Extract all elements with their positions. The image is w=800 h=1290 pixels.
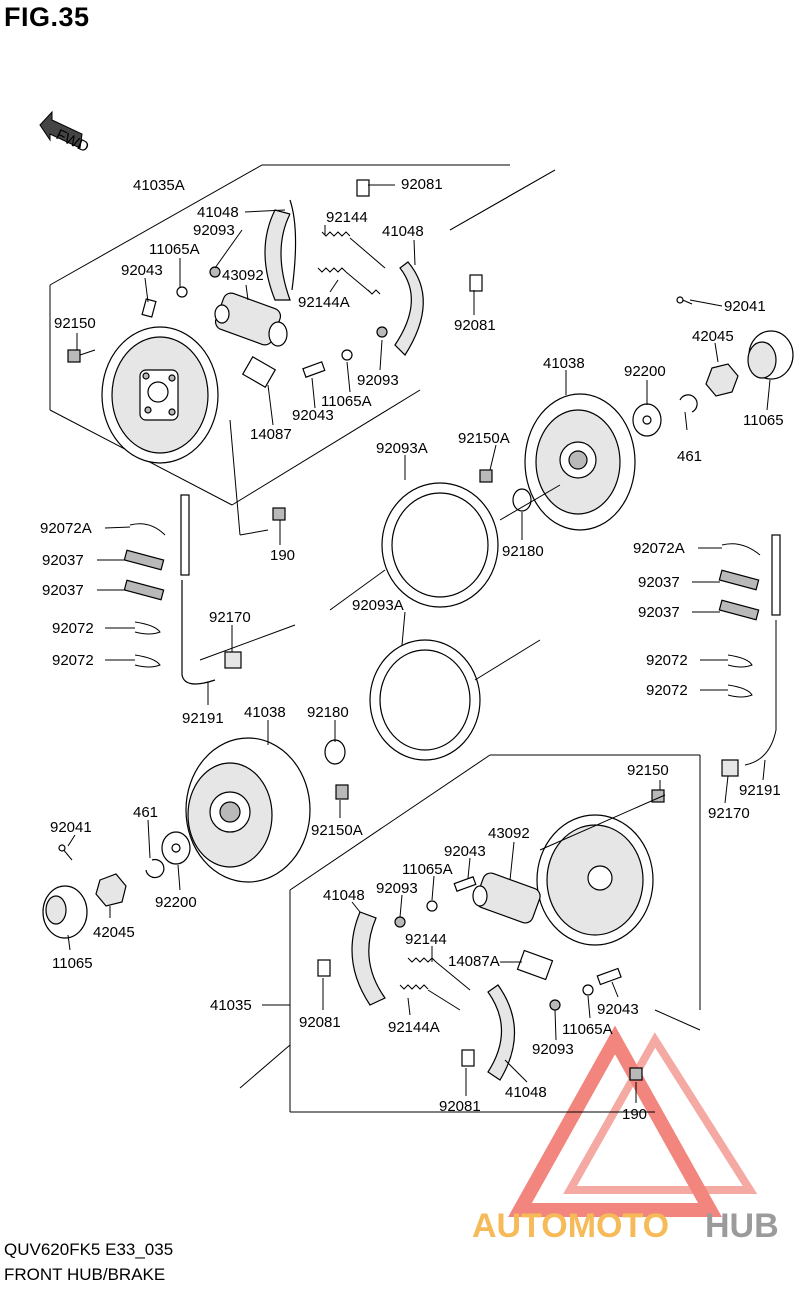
part-label: 92150A <box>311 822 363 839</box>
lower-assembly-frame <box>239 754 701 1113</box>
part-label: 92144 <box>326 209 368 226</box>
part-label: 11065A <box>402 861 453 878</box>
part-label: 92150 <box>54 315 96 332</box>
lower-hardware <box>317 789 666 1081</box>
part-label: 190 <box>270 547 295 564</box>
part-label: 92041 <box>724 298 766 315</box>
fwd-arrow-icon: FWD <box>39 110 92 156</box>
part-label: 14087 <box>250 426 292 443</box>
part-label: 92093A <box>352 597 404 614</box>
part-label: 11065 <box>743 412 784 429</box>
section-title: FRONT HUB/BRAKE <box>4 1265 166 1284</box>
lower-brake-shoe-left <box>351 911 386 1006</box>
part-label: 92037 <box>42 552 84 569</box>
part-label: 92191 <box>182 710 224 727</box>
part-label: 11065 <box>52 955 93 972</box>
part-label: 92191 <box>739 782 781 799</box>
part-label: 92072A <box>633 540 685 557</box>
part-label: 92081 <box>299 1014 341 1031</box>
watermark-text-part2: HUB <box>705 1207 779 1245</box>
part-label: 92037 <box>638 574 680 591</box>
model-code: QUV620FK5 E33_035 <box>4 1240 174 1259</box>
part-label: 92170 <box>209 609 251 626</box>
leader-lines <box>67 184 771 1103</box>
upper-hardware <box>67 179 483 521</box>
part-label: 92072 <box>52 620 94 637</box>
part-label: 11065A <box>562 1021 613 1038</box>
part-label: 43092 <box>488 825 530 842</box>
part-label: 43092 <box>222 267 264 284</box>
upper-backing-plate <box>101 326 219 464</box>
upper-springs <box>317 231 386 295</box>
figure-title: FIG.35 <box>4 2 90 32</box>
part-label: 42045 <box>692 328 734 345</box>
part-label: 41035A <box>133 177 185 194</box>
part-label: 92072 <box>646 682 688 699</box>
part-label: 92043 <box>444 843 486 860</box>
part-label: 92081 <box>454 317 496 334</box>
upper-drum-hardware <box>479 296 794 512</box>
part-label: 92093 <box>376 880 418 897</box>
part-label: 92072 <box>52 652 94 669</box>
part-number-labels: 41035A 92081 41048 92093 92144 11065A 41… <box>40 176 784 1123</box>
upper-brake-drum <box>524 393 636 531</box>
upper-brake-shoe-left <box>264 199 297 301</box>
part-label: 92037 <box>638 604 680 621</box>
right-brake-hose-group <box>718 534 781 777</box>
lower-brake-lining <box>369 639 541 761</box>
part-label: 92072 <box>646 652 688 669</box>
part-label: 92200 <box>155 894 197 911</box>
left-brake-hose-group <box>123 419 296 685</box>
part-label: 41048 <box>323 887 365 904</box>
part-label: 92150 <box>627 762 669 779</box>
upper-wheel-cylinder <box>214 292 288 347</box>
part-label: 190 <box>622 1106 647 1123</box>
part-label: 41048 <box>197 204 239 221</box>
part-label: 92170 <box>708 805 750 822</box>
part-label: 92093 <box>532 1041 574 1058</box>
lower-drum-hardware <box>42 831 191 939</box>
upper-assembly-frame <box>49 164 556 506</box>
part-label: 92144 <box>405 931 447 948</box>
part-label: 92072A <box>40 520 92 537</box>
part-label: 41048 <box>382 223 424 240</box>
part-label: 92081 <box>401 176 443 193</box>
part-label: 92037 <box>42 582 84 599</box>
part-label: 92150A <box>458 430 510 447</box>
part-label: 92144A <box>388 1019 440 1036</box>
part-label: 92043 <box>121 262 163 279</box>
lower-brake-drum <box>185 737 349 883</box>
part-label: 11065A <box>149 241 200 258</box>
part-label: 92200 <box>624 363 666 380</box>
watermark-logo: AUTOMOTO HUB <box>472 1025 779 1245</box>
part-label: 41038 <box>244 704 286 721</box>
part-label: 41048 <box>505 1084 547 1101</box>
lower-brake-shoe-right <box>487 984 516 1081</box>
upper-brake-lining <box>329 482 561 611</box>
part-label: 11065A <box>321 393 372 410</box>
part-label: 41038 <box>543 355 585 372</box>
part-label: 92093 <box>357 372 399 389</box>
part-label: 461 <box>133 804 158 821</box>
part-label: 42045 <box>93 924 135 941</box>
upper-brake-shoe-right <box>394 261 424 356</box>
part-label: 92180 <box>307 704 349 721</box>
part-label: 92043 <box>597 1001 639 1018</box>
lower-backing-plate <box>536 814 654 946</box>
lower-wheel-cylinder <box>472 872 541 924</box>
part-label: 461 <box>677 448 702 465</box>
part-label: 92043 <box>292 407 334 424</box>
part-label: 92144A <box>298 294 350 311</box>
part-label: 92081 <box>439 1098 481 1115</box>
part-label: 41035 <box>210 997 252 1014</box>
part-label: 92093A <box>376 440 428 457</box>
watermark-text-part1: AUTOMOTO <box>472 1207 669 1245</box>
part-label: 14087A <box>448 953 500 970</box>
part-label: 92180 <box>502 543 544 560</box>
part-label: 92093 <box>193 222 235 239</box>
part-label: 92041 <box>50 819 92 836</box>
